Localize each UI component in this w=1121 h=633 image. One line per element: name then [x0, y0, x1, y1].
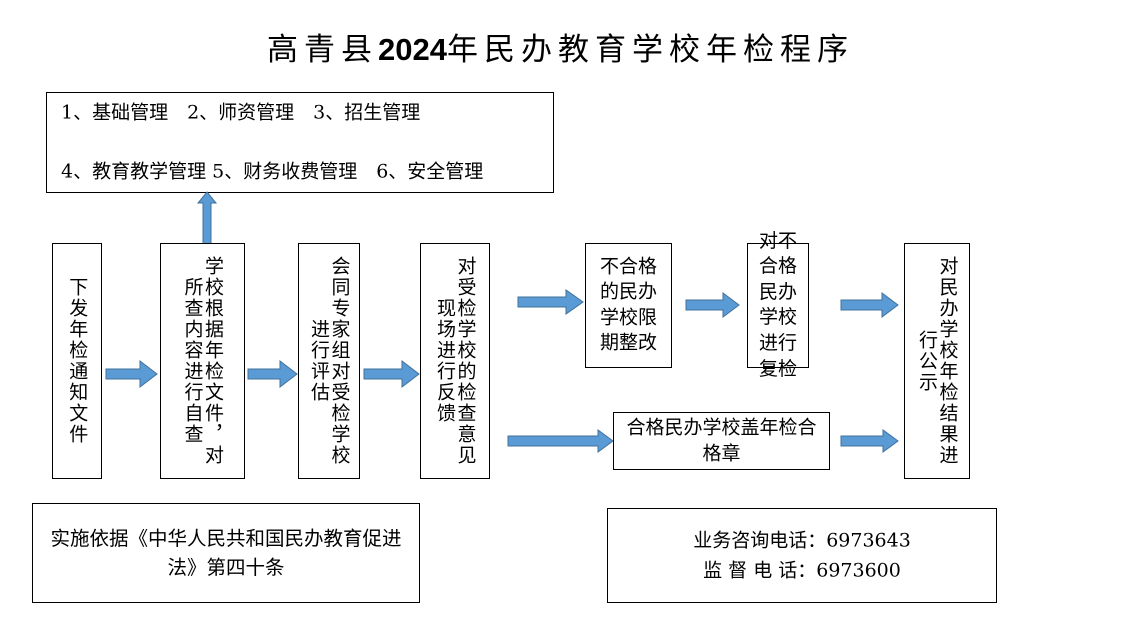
- categories-line-2: 4、教育教学管理 5、财务收费管理 6、安全管理: [61, 160, 484, 183]
- flow-box-step3-label: 会同专家组对受检学校进行评估: [308, 256, 351, 466]
- flow-box-fail2: 对不合格民办学校进行复检: [747, 230, 809, 380]
- arrow-step4-to-fail1: [517, 289, 584, 315]
- flow-box-step4: 对受检学校的检查意见现场进行反馈: [420, 243, 490, 479]
- arrow-fail2-to-final: [840, 292, 899, 318]
- legal-basis-box: 实施依据《中华人民共和国民办教育促进法》第四十条: [32, 503, 420, 603]
- flow-box-step1: 下发年检通知文件: [52, 243, 102, 479]
- categories-box: 1、基础管理 2、师资管理 3、招生管理 4、教育教学管理 5、财务收费管理 6…: [46, 92, 554, 193]
- page-title: 高青县2024年民办教育学校年检程序: [0, 24, 1121, 69]
- flow-box-final: 对民办学校年检结果进行公示: [904, 243, 970, 479]
- categories-box-content: 1、基础管理 2、师资管理 3、招生管理 4、教育教学管理 5、财务收费管理 6…: [47, 69, 553, 216]
- flow-box-step1-label: 下发年检通知文件: [66, 277, 89, 445]
- title-year: 2024: [378, 32, 447, 67]
- contact-box: 业务咨询电话：6973643 监 督 电 话：6973600: [607, 508, 997, 603]
- flow-box-fail2-label: 对不合格民办学校进行复检: [758, 229, 797, 380]
- flow-box-pass-label: 合格民办学校盖年检合格章: [626, 416, 817, 464]
- flow-box-fail1: 不合格的民办学校限期整改: [585, 243, 672, 368]
- arrow-pass-to-final: [840, 429, 899, 453]
- arrow-step4-to-pass: [507, 429, 614, 453]
- arrow-step3-to-step4: [363, 359, 420, 389]
- arrow-step2-to-step3: [247, 359, 298, 389]
- flow-box-step2-label: 学校根据年检文件，对所查内容进行自查: [181, 256, 225, 466]
- flow-box-pass: 合格民办学校盖年检合格章: [613, 412, 830, 470]
- title-prefix: 高青县: [267, 32, 379, 68]
- arrow-up-step2-to-categories: [195, 191, 219, 245]
- arrow-step1-to-step2: [105, 359, 158, 389]
- categories-line-1: 1、基础管理 2、师资管理 3、招生管理: [61, 101, 421, 124]
- contact-text: 业务咨询电话：6973643 监 督 电 话：6973600: [693, 529, 911, 582]
- flow-box-final-label: 对民办学校年检结果进行公示: [916, 256, 959, 466]
- arrow-fail1-to-fail2: [685, 292, 740, 318]
- title-suffix: 年民办教育学校年检程序: [446, 32, 854, 68]
- flow-box-fail1-label: 不合格的民办学校限期整改: [599, 255, 657, 355]
- flow-box-step2: 学校根据年检文件，对所查内容进行自查: [160, 243, 245, 479]
- flow-box-step4-label: 对受检学校的检查意见现场进行反馈: [434, 256, 477, 466]
- legal-basis-text: 实施依据《中华人民共和国民办教育促进法》第四十条: [50, 526, 402, 579]
- flow-box-step3: 会同专家组对受检学校进行评估: [298, 243, 360, 479]
